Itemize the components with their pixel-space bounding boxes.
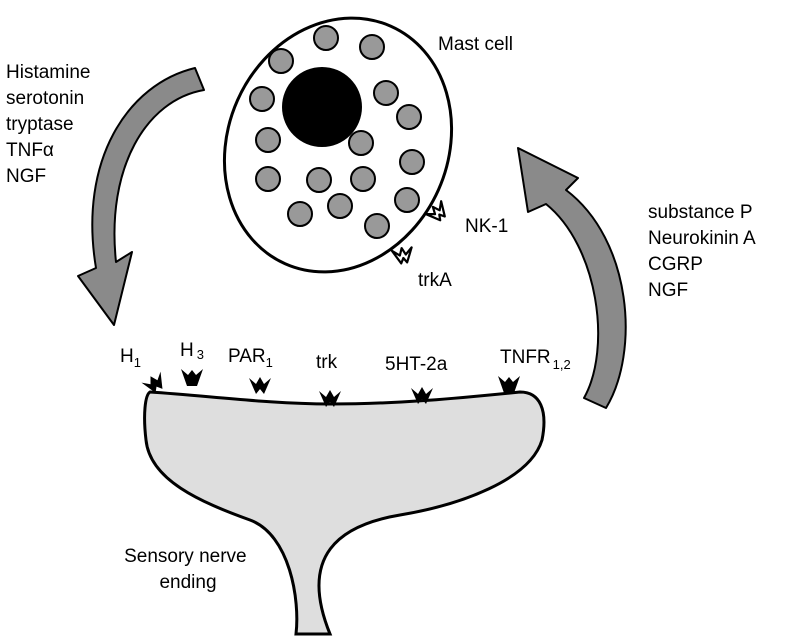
granule — [396, 104, 422, 130]
trk-receptor-label: trk — [316, 352, 338, 373]
h3-receptor-icon — [181, 369, 203, 386]
granule — [313, 25, 339, 51]
trka-receptor-label: trkA — [418, 270, 452, 291]
nerve-mediator-list: substance P Neurokinin A CGRP NGF — [648, 202, 756, 301]
tnfr-receptor-icon — [498, 376, 520, 393]
mast-cell-membrane — [222, 16, 454, 274]
granule — [268, 48, 294, 74]
granule — [359, 34, 385, 60]
mediator-item: serotonin — [6, 88, 84, 109]
mediator-item: CGRP — [648, 254, 703, 275]
mast-cell-granules — [249, 25, 425, 239]
granule — [394, 187, 420, 213]
trk-receptor-icon — [319, 390, 341, 407]
nk1-receptor-icon — [424, 200, 446, 222]
sensory-nerve-label: Sensory nerve ending — [124, 546, 252, 593]
left-curved-arrow-icon — [77, 67, 205, 326]
nk1-receptor-label: NK-1 — [465, 216, 508, 237]
granule — [255, 127, 281, 153]
granule — [306, 167, 332, 193]
granule — [249, 86, 275, 112]
mediator-item: NGF — [648, 280, 688, 301]
par1-receptor-label: PAR1 — [228, 346, 273, 370]
mediator-item: Neurokinin A — [648, 228, 756, 249]
mast-cell-nucleus — [282, 67, 362, 147]
trka-receptor-icon — [390, 246, 413, 265]
granule — [327, 193, 353, 219]
h1-receptor-label: H1 — [120, 346, 141, 370]
granule — [348, 130, 374, 156]
par1-receptor-icon — [249, 377, 271, 394]
mediator-item: Histamine — [6, 62, 90, 83]
granule — [255, 166, 281, 192]
granule — [364, 213, 390, 239]
mediator-item: tryptase — [6, 114, 74, 135]
granule — [350, 166, 376, 192]
mediator-item: NGF — [6, 166, 46, 187]
mast-cell-label: Mast cell — [438, 34, 513, 55]
mediator-item: TNFα — [6, 140, 54, 161]
sensory-nerve-ending-shape — [143, 390, 546, 636]
5ht2a-receptor-label: 5HT-2a — [385, 354, 448, 375]
granule — [399, 149, 425, 175]
granule — [287, 201, 313, 227]
granule — [373, 80, 399, 106]
h1-receptor-icon — [141, 371, 163, 393]
right-curved-arrow-icon — [517, 147, 627, 409]
mast-cell-mediator-list: Histamine serotonin tryptase TNFα NGF — [6, 62, 90, 187]
mediator-item: substance P — [648, 202, 753, 223]
5ht2a-receptor-icon — [411, 387, 433, 404]
